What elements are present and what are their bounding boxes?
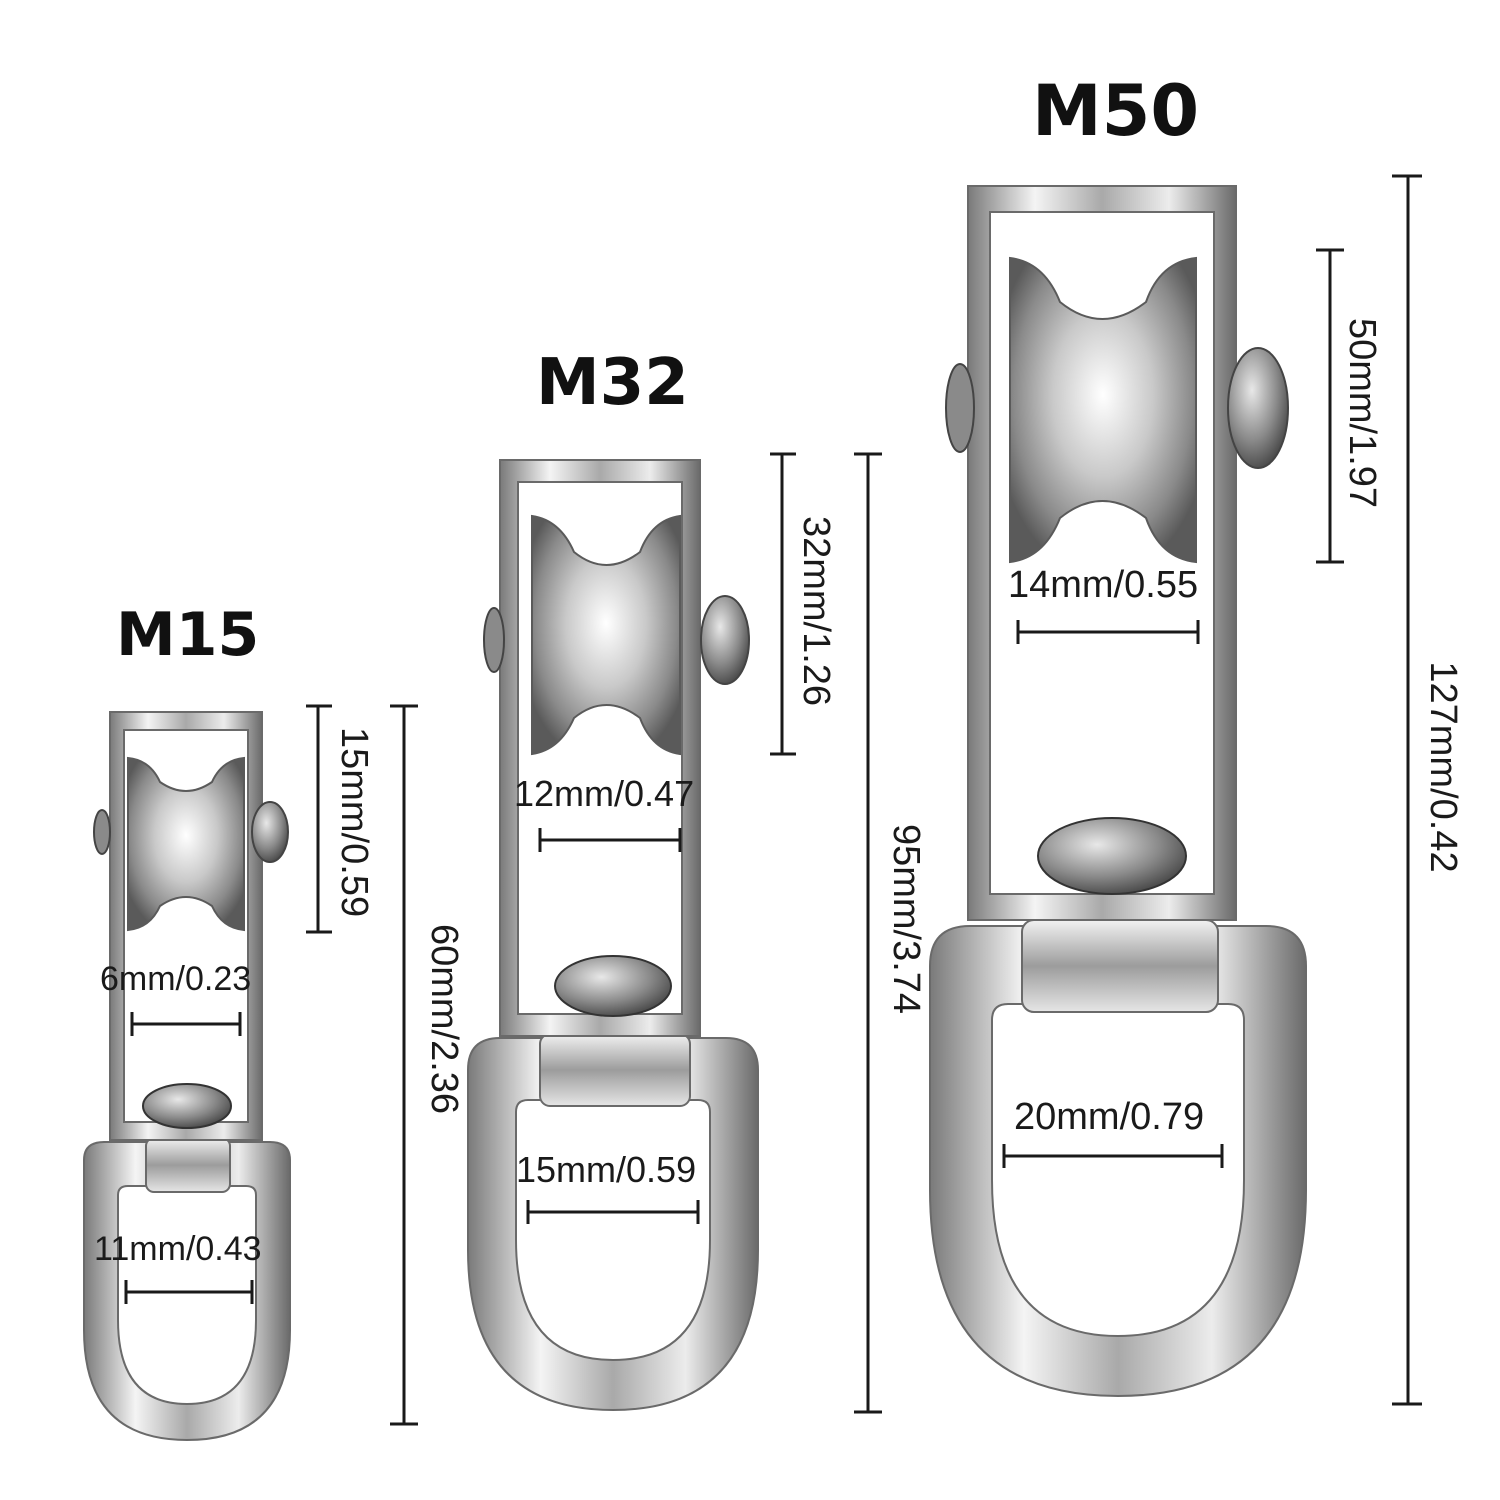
frame-m32 bbox=[499, 459, 701, 1037]
label-m50-wheel-diameter: 50mm/1.97 bbox=[1341, 317, 1383, 509]
dim-m50-eye-width bbox=[1002, 1144, 1224, 1168]
dim-m32-wheel-diameter bbox=[770, 452, 796, 756]
wheel-m15 bbox=[127, 756, 245, 932]
label-m50-total-length: 127mm/0.42 bbox=[1422, 661, 1464, 873]
dim-m32-wheel-width bbox=[538, 828, 682, 852]
label-m15-eye-width: 11mm/0.43 bbox=[94, 1230, 262, 1268]
wheel-m32 bbox=[531, 514, 681, 756]
pulley-m50-image bbox=[929, 185, 1307, 1398]
dim-m32-eye-width bbox=[526, 1200, 700, 1224]
label-m50-eye-width: 20mm/0.79 bbox=[1014, 1096, 1205, 1138]
dim-m50-wheel-width bbox=[1016, 620, 1200, 644]
model-title-m15: M15 bbox=[116, 600, 260, 670]
label-m15-total-length: 60mm/2.36 bbox=[423, 923, 465, 1115]
label-m32-eye-width: 15mm/0.59 bbox=[516, 1149, 697, 1190]
swivel-eye-m50 bbox=[929, 925, 1307, 1398]
pulley-m32-image bbox=[467, 459, 759, 1412]
label-m32-total-length: 95mm/3.74 bbox=[885, 823, 927, 1015]
label-m32-wheel-width: 12mm/0.47 bbox=[514, 773, 695, 814]
label-m50-wheel-width: 14mm/0.55 bbox=[1008, 564, 1199, 606]
label-m32-wheel-diameter: 32mm/1.26 bbox=[795, 515, 837, 707]
dim-m15-total-length bbox=[390, 704, 418, 1426]
dim-m15-wheel-width bbox=[130, 1012, 242, 1036]
swivel-eye-m15 bbox=[83, 1141, 291, 1442]
frame-m15 bbox=[109, 711, 263, 1141]
dim-m50-total-length bbox=[1392, 174, 1422, 1406]
wheel-m50 bbox=[1009, 256, 1197, 564]
frame-m50 bbox=[967, 185, 1237, 921]
swivel-eye-m32 bbox=[467, 1037, 759, 1412]
model-title-m32: M32 bbox=[536, 346, 689, 420]
dim-m50-wheel-diameter bbox=[1316, 248, 1344, 564]
dim-m15-eye-width bbox=[124, 1280, 254, 1304]
label-m15-wheel-diameter: 15mm/0.59 bbox=[333, 727, 375, 918]
dim-m15-wheel-diameter bbox=[306, 704, 332, 934]
dim-m32-total-length bbox=[854, 452, 882, 1414]
dimension-lines bbox=[124, 174, 1422, 1426]
label-m15-wheel-width: 6mm/0.23 bbox=[100, 960, 252, 998]
model-title-m50: M50 bbox=[1032, 70, 1200, 152]
pulley-m15-image bbox=[83, 711, 291, 1442]
